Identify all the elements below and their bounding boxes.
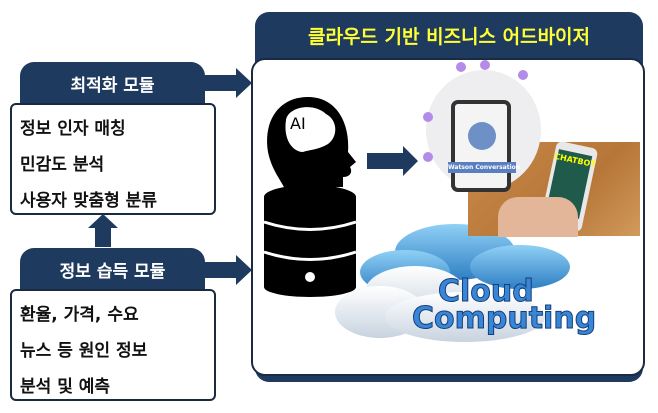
list-item: 환율, 가격, 수요 <box>20 305 139 325</box>
list-item: 정보 인자 매칭 <box>20 119 126 139</box>
list-item: 민감도 분석 <box>20 155 105 175</box>
arrow-right-icon <box>367 146 418 176</box>
list-item: 분석 및 예측 <box>20 377 111 397</box>
optimization-module-box: 정보 인자 매칭 민감도 분석 사용자 맞춤형 분류 <box>10 103 216 215</box>
acquisition-module-box: 환율, 가격, 수요 뉴스 등 원인 정보 분석 및 예측 <box>10 289 216 401</box>
list-item: 뉴스 등 원인 정보 <box>20 341 148 361</box>
optimization-module-tab: 최적화 모듈 <box>20 62 205 104</box>
arrow-right-icon <box>205 68 252 98</box>
cloud-text-1: Cloud <box>438 274 535 309</box>
watson-label: Watson Conversation <box>448 162 521 173</box>
ai-label: AI <box>290 114 306 133</box>
cloud-text-2: Computing <box>411 301 597 336</box>
arrow-up-icon <box>88 214 118 247</box>
arrow-right-icon <box>205 255 252 285</box>
watson-image: Watson Conversation <box>418 60 548 197</box>
panel-title: 클라우드 기반 비즈니스 어드바이저 <box>307 26 591 48</box>
acquisition-module-tab: 정보 습득 모듈 <box>20 248 205 290</box>
ai-database-icon <box>263 97 357 297</box>
list-item: 사용자 맞춤형 분류 <box>20 191 157 211</box>
cloud-icon <box>335 224 570 342</box>
